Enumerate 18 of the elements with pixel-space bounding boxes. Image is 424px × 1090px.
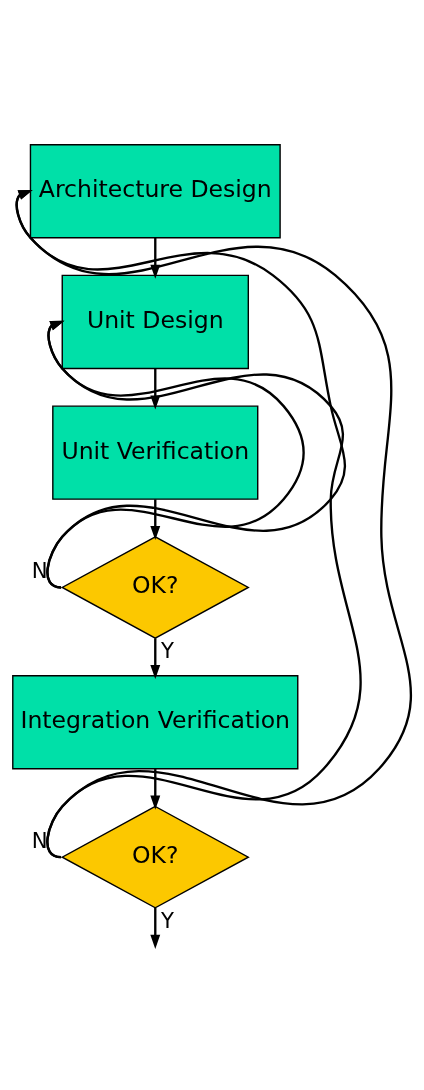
- node-box: Architecture Design: [29, 143, 281, 238]
- arrow: [150, 768, 161, 810]
- arrow: [15, 189, 412, 858]
- arrow: [46, 320, 362, 858]
- arrow: [150, 637, 161, 679]
- node-diamond: OK?: [60, 535, 250, 639]
- edge-label: N: [31, 827, 48, 853]
- arrow: [46, 320, 305, 589]
- arrow: [150, 907, 161, 949]
- node-box: Unit Design: [61, 274, 249, 369]
- node-box: Integration Verification: [12, 674, 299, 769]
- arrow: [15, 189, 346, 589]
- edge-label: N: [31, 557, 48, 583]
- edge-label: Y: [160, 907, 174, 933]
- node-diamond: OK?: [60, 805, 250, 909]
- node-box: Unit Verification: [52, 404, 259, 500]
- edge-label: Y: [160, 637, 174, 663]
- arrow: [150, 498, 161, 540]
